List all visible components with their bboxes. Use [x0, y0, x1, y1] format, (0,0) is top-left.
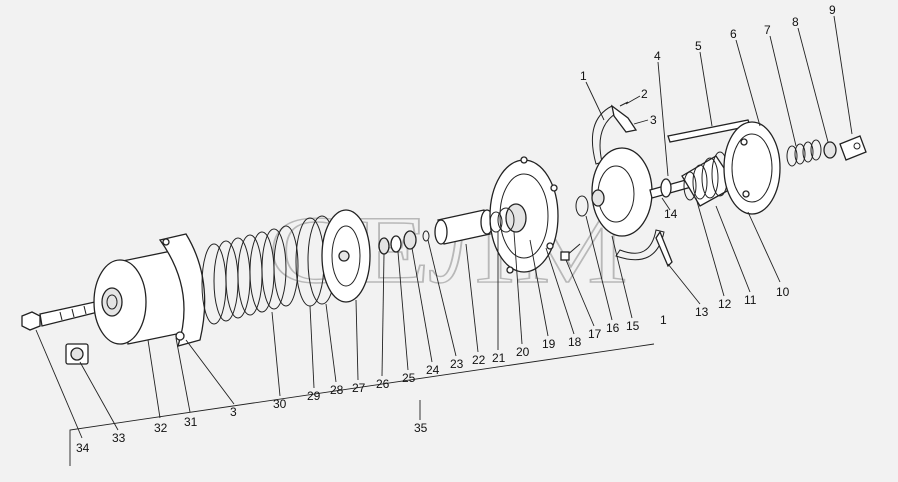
part-22-tube	[434, 209, 494, 245]
part-1-clamp-lower	[615, 229, 673, 268]
callout-labels: 1 2 3 4 5 6 7 8 9 10 11 12 13 14 15 16 1…	[76, 3, 836, 455]
callout-25: 25	[402, 371, 416, 385]
callout-35: 35	[414, 421, 428, 435]
part-30-spring	[201, 225, 299, 325]
part-31-flange	[158, 233, 206, 347]
callout-34: 34	[76, 441, 90, 455]
callout-33: 33	[112, 431, 126, 445]
part-33-nut	[65, 343, 89, 365]
part-10-rear-housing	[723, 121, 781, 215]
part-9-clevis	[839, 135, 867, 161]
part-27-spring-plate	[321, 209, 371, 303]
part-23-oring	[422, 230, 430, 242]
callout-30: 30	[273, 397, 287, 411]
callout-4: 4	[654, 49, 661, 63]
callout-1-lower: 1	[660, 313, 667, 327]
callout-28: 28	[330, 383, 344, 397]
part-16-oring	[575, 195, 589, 217]
leader-lines	[35, 15, 853, 439]
callout-26: 26	[376, 377, 390, 391]
part-25-washer	[390, 235, 402, 253]
callout-3-upper: 3	[650, 113, 657, 127]
part-17-bolt	[560, 243, 581, 261]
part-15-diaphragm	[591, 147, 653, 237]
callout-9: 9	[829, 3, 836, 17]
part-11-boot	[681, 151, 737, 207]
part-8-nut	[823, 141, 837, 159]
part-19-middle-housing	[489, 156, 559, 274]
callout-27: 27	[352, 381, 366, 395]
group-bracket-35	[69, 343, 655, 466]
part-26-nut	[378, 237, 390, 255]
callout-31: 31	[184, 415, 198, 429]
part-1-clamp-upper	[591, 101, 638, 165]
callout-16: 16	[606, 321, 620, 335]
callout-3-lower: 3	[230, 405, 237, 419]
callout-5: 5	[695, 39, 702, 53]
callout-24: 24	[426, 363, 440, 377]
part-34-bolt	[21, 299, 107, 331]
callout-19: 19	[542, 337, 556, 351]
callout-21: 21	[492, 351, 506, 365]
callout-2: 2	[641, 87, 648, 101]
callout-11: 11	[744, 293, 757, 307]
callout-17: 17	[588, 327, 602, 341]
callout-29: 29	[307, 389, 321, 403]
callout-32: 32	[154, 421, 168, 435]
callout-14: 14	[664, 207, 678, 221]
callout-6: 6	[730, 27, 737, 41]
callout-20: 20	[516, 345, 530, 359]
callout-10: 10	[776, 285, 790, 299]
part-7-bellows	[786, 139, 822, 167]
callout-7: 7	[764, 23, 771, 37]
part-24-bushing	[403, 230, 417, 250]
callout-22: 22	[472, 353, 486, 367]
callout-23: 23	[450, 357, 464, 371]
callout-13: 13	[695, 305, 709, 319]
callout-18: 18	[568, 335, 582, 349]
callout-12: 12	[718, 297, 732, 311]
callout-1-upper: 1	[580, 69, 587, 83]
callout-15: 15	[626, 319, 640, 333]
callout-8: 8	[792, 15, 799, 29]
